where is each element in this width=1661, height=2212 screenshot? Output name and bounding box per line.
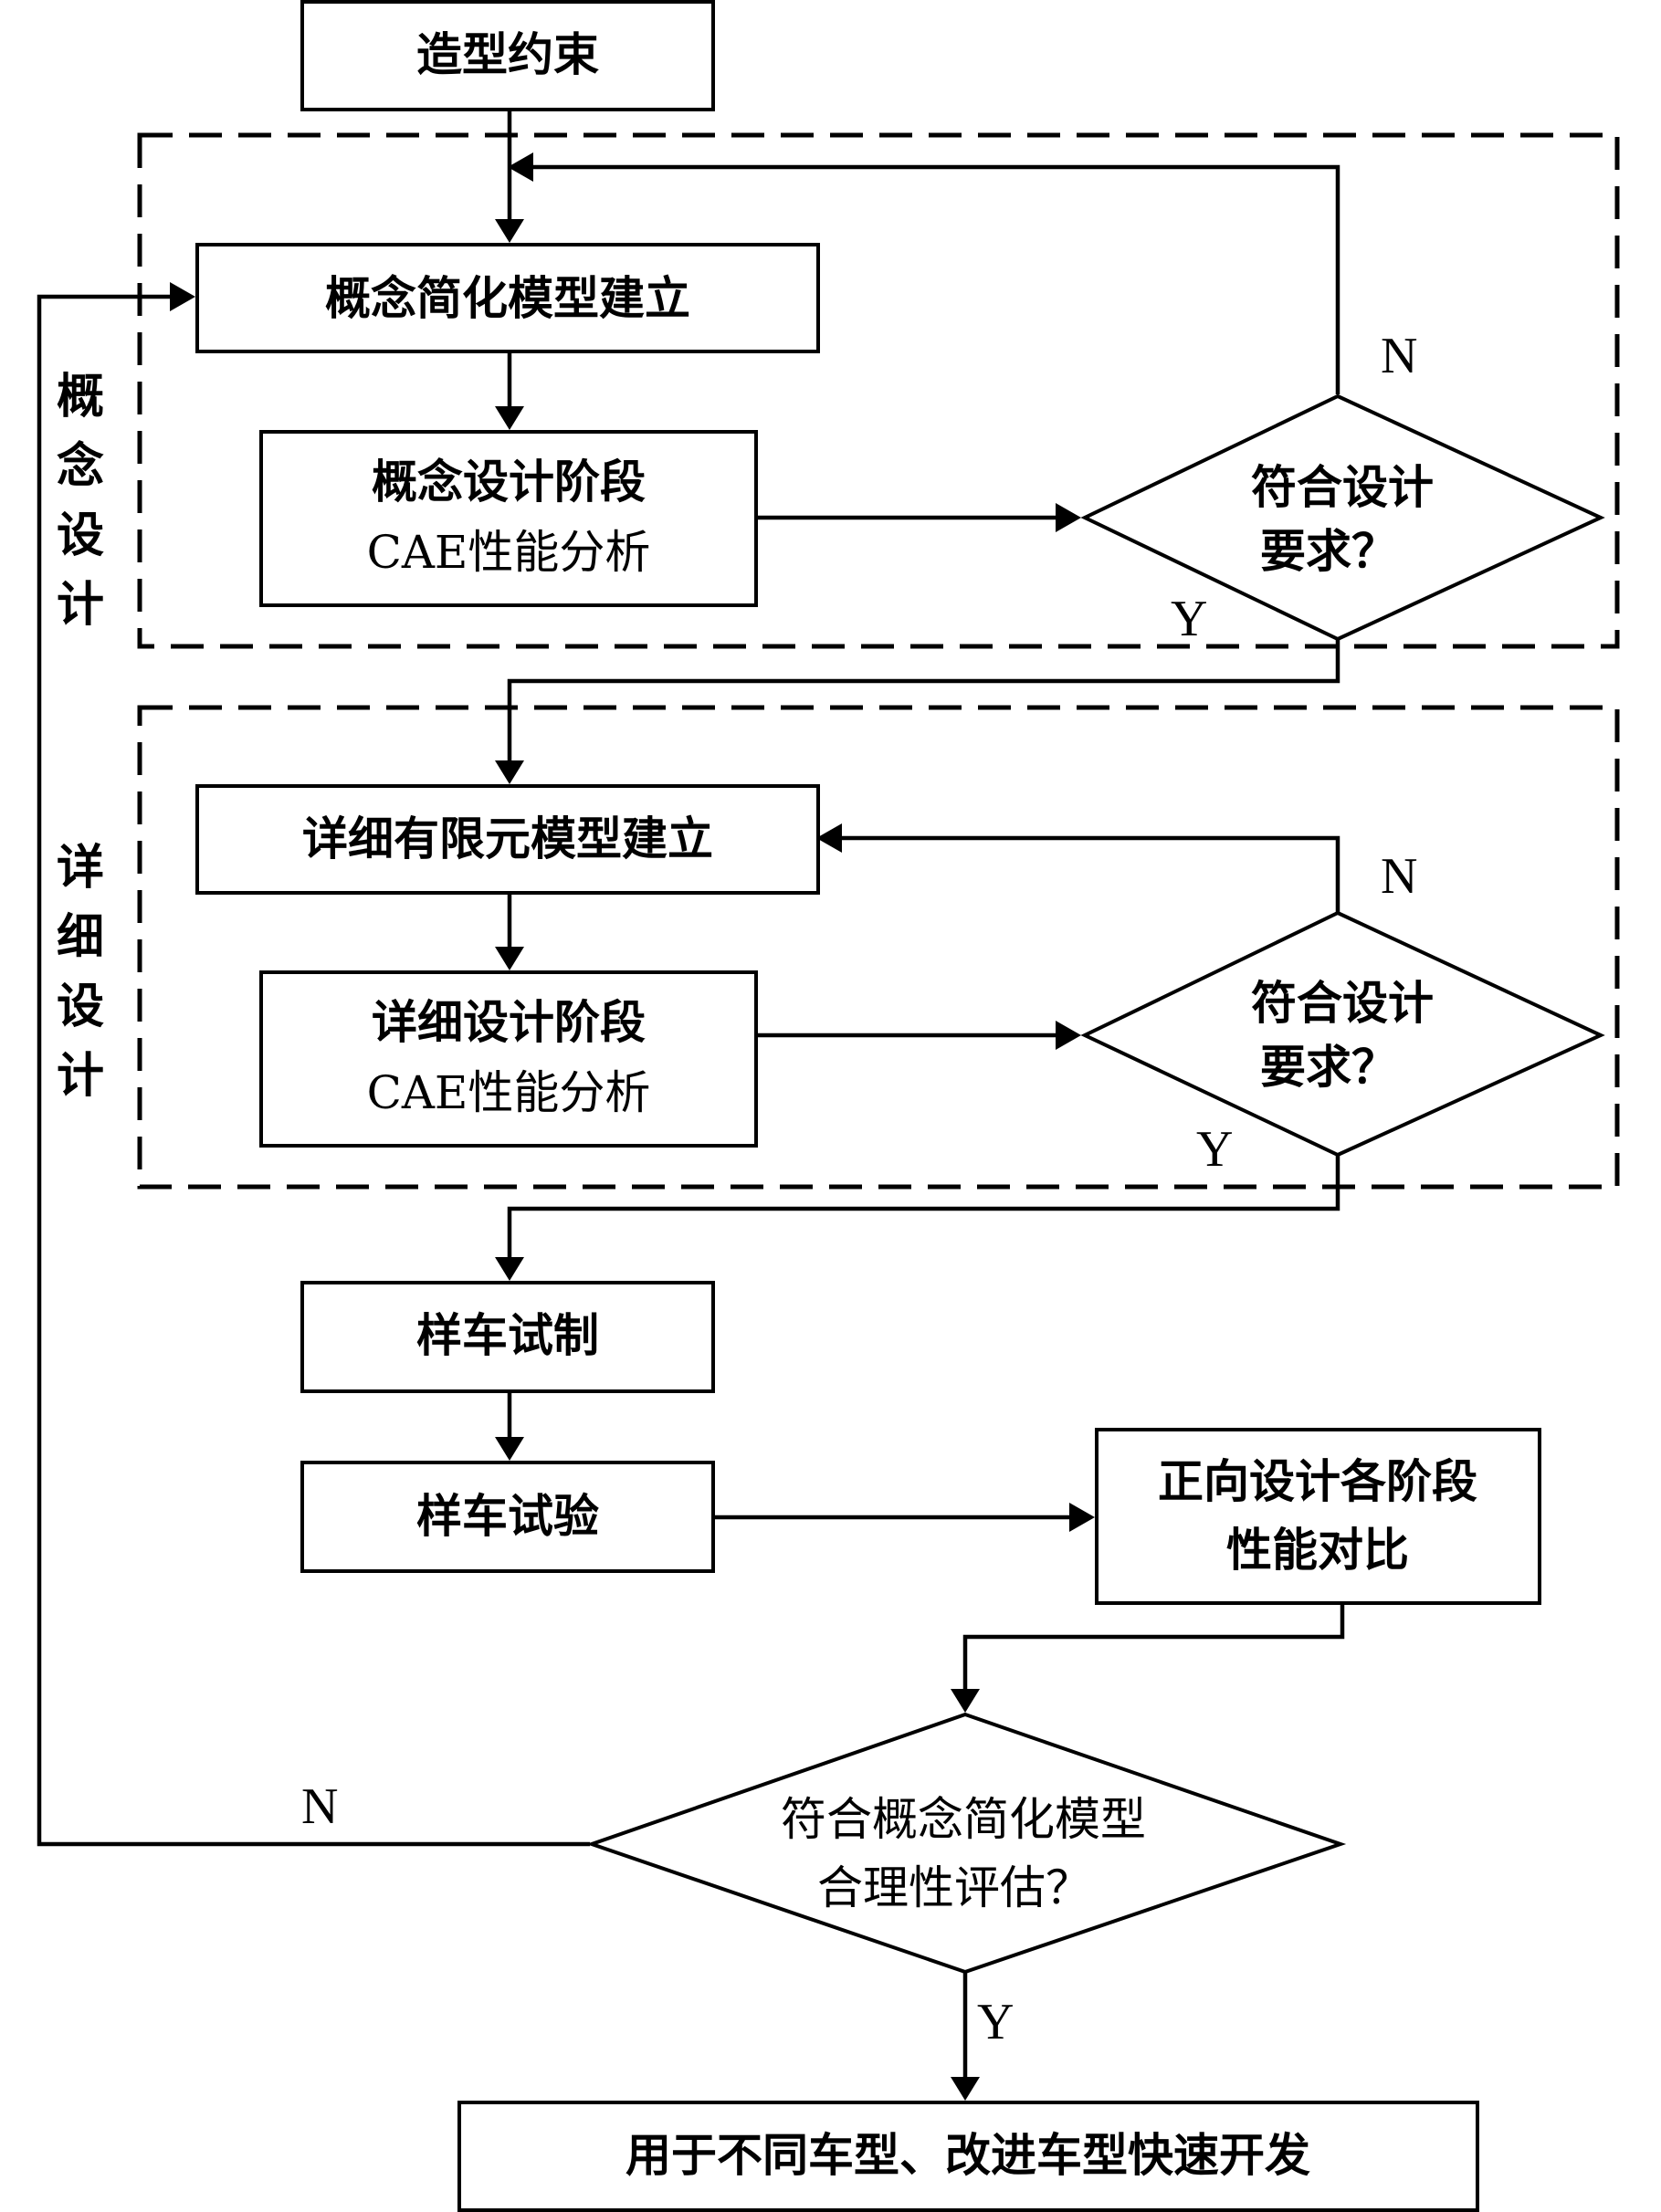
concept-model-build-label: 概念简化模型建立 xyxy=(325,271,690,325)
concept-yes-label: Y xyxy=(1171,591,1207,647)
prototype-build-box: 样车试制 xyxy=(300,1281,715,1393)
svg-text:设: 设 xyxy=(57,979,104,1034)
concept-check-diamond: 符合设计 要求？ xyxy=(1080,393,1605,642)
final-check-diamond: 符合概念简化模型 合理性评估？ xyxy=(585,1712,1347,1975)
final-no-label: N xyxy=(301,1778,338,1835)
svg-text:详: 详 xyxy=(57,840,104,896)
concept-cae-label-1: 概念设计阶段 xyxy=(372,455,646,508)
connectors xyxy=(37,111,1345,2101)
styling-constraint-label: 造型约束 xyxy=(416,27,599,81)
final-check-label-2: 合理性评估？ xyxy=(817,1861,1091,1914)
compare-label-1: 正向设计各阶段 xyxy=(1158,1454,1477,1508)
concept-check-label-2: 要求？ xyxy=(1260,524,1397,578)
svg-text:念: 念 xyxy=(57,438,104,494)
concept-model-build-box: 概念简化模型建立 xyxy=(195,243,820,353)
styling-constraint-box: 造型约束 xyxy=(300,0,715,111)
detail-model-build-label: 详细有限元模型建立 xyxy=(302,812,713,865)
concept-cae-box: 概念设计阶段 CAE性能分析 xyxy=(259,430,758,607)
svg-text:计: 计 xyxy=(57,577,104,633)
prototype-test-box: 样车试验 xyxy=(300,1461,715,1573)
detail-check-diamond: 符合设计 要求？ xyxy=(1080,910,1605,1158)
detail-cae-box: 详细设计阶段 CAE性能分析 xyxy=(259,970,758,1148)
prototype-test-label: 样车试验 xyxy=(416,1489,599,1543)
detail-yes-label: Y xyxy=(1196,1121,1233,1178)
compare-label-2: 性能对比 xyxy=(1226,1523,1409,1577)
final-check-label-1: 符合概念简化模型 xyxy=(781,1793,1146,1846)
concept-design-frame xyxy=(137,132,1620,649)
concept-design-label: 概 念 设 计 xyxy=(57,369,104,633)
svg-text:设: 设 xyxy=(57,508,104,563)
concept-check-label-1: 符合设计 xyxy=(1251,460,1434,514)
svg-text:计: 计 xyxy=(57,1048,104,1104)
detail-cae-label-2: CAE性能分析 xyxy=(367,1066,651,1119)
detail-design-label: 详 细 设 计 xyxy=(57,840,104,1104)
svg-text:概: 概 xyxy=(57,369,104,425)
prototype-build-label: 样车试制 xyxy=(416,1308,599,1362)
detail-model-build-box: 详细有限元模型建立 xyxy=(195,784,820,895)
detail-check-label-1: 符合设计 xyxy=(1251,976,1434,1030)
detail-design-frame xyxy=(137,705,1620,1190)
concept-no-label: N xyxy=(1381,328,1417,384)
detail-check-label-2: 要求？ xyxy=(1260,1040,1397,1094)
detail-no-label: N xyxy=(1381,848,1417,905)
compare-box: 正向设计各阶段 性能对比 xyxy=(1095,1428,1541,1605)
result-label: 用于不同车型、改进车型快速开发 xyxy=(626,2128,1310,2182)
svg-text:细: 细 xyxy=(57,909,104,965)
concept-cae-label-2: CAE性能分析 xyxy=(367,526,651,579)
result-box: 用于不同车型、改进车型快速开发 xyxy=(457,2101,1479,2212)
final-yes-label: Y xyxy=(977,1994,1014,2050)
detail-cae-label-1: 详细设计阶段 xyxy=(372,995,646,1049)
